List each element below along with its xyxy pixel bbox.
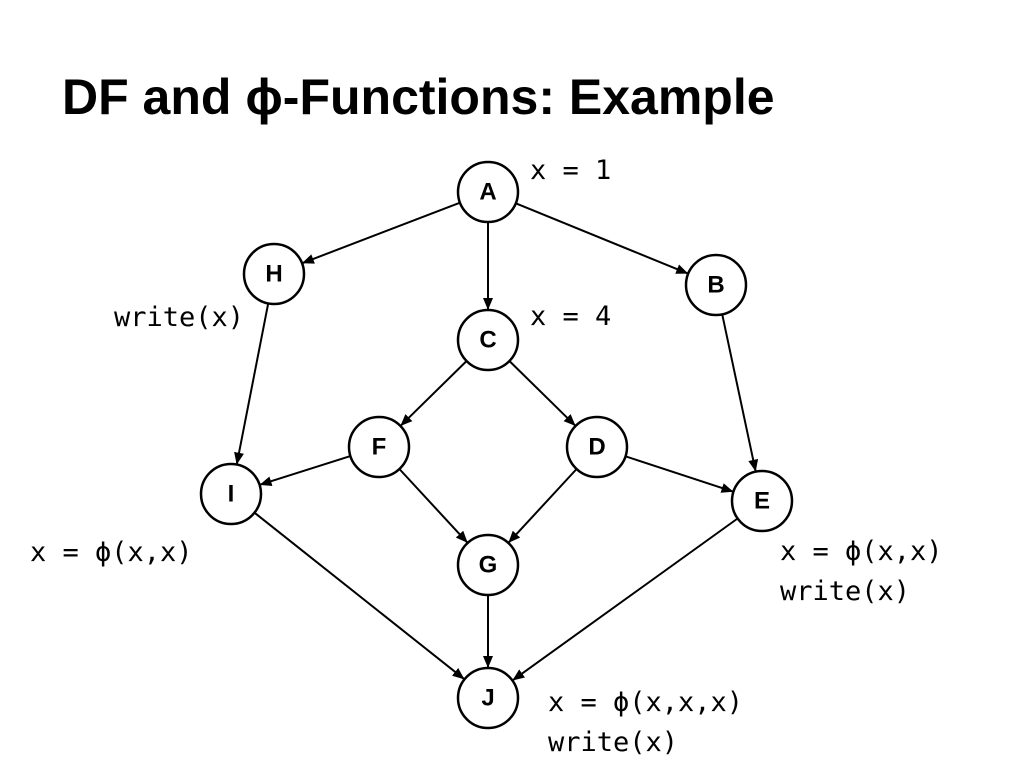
node-label: F — [372, 433, 387, 460]
node-label: I — [228, 480, 235, 507]
node-a: A — [456, 160, 520, 224]
annotations: x = 1 x = 4 write(x) x = ϕ(x,x) x = ϕ(x,x) wr… — [30, 155, 943, 758]
annotation-h-line-1: write(x) — [114, 302, 244, 333]
node-circle — [456, 533, 520, 597]
node-label: C — [479, 326, 496, 353]
node-d: D — [565, 415, 629, 479]
node-label: J — [481, 684, 494, 711]
edge-c-f — [400, 360, 468, 427]
annotation-c-line-1: x = 4 — [530, 301, 611, 332]
node-b: B — [684, 253, 748, 317]
edge-f-g — [398, 468, 468, 543]
node-circle — [199, 462, 263, 526]
node-h: H — [242, 242, 306, 306]
node-label: D — [588, 433, 605, 460]
node-circle — [565, 415, 629, 479]
node-label: E — [754, 487, 770, 514]
node-circle — [456, 308, 520, 372]
node-g: G — [456, 533, 520, 597]
node-circle — [456, 160, 520, 224]
node-f: F — [347, 415, 411, 479]
annotation-i-line-1: x = ϕ(x,x) — [30, 537, 193, 568]
node-label: H — [265, 260, 282, 287]
annotation-j-line-2: write(x) — [548, 727, 678, 758]
edge-i-j — [253, 511, 465, 680]
edge-e-j — [512, 517, 739, 681]
annotation-a-line-1: x = 1 — [530, 155, 611, 186]
edge-a-b — [515, 202, 689, 275]
node-c: C — [456, 308, 520, 372]
node-circle — [684, 253, 748, 317]
edge-c-d — [508, 360, 576, 427]
node-j: J — [456, 666, 520, 730]
edge-h-i — [234, 303, 270, 465]
edge-a-h — [301, 201, 461, 264]
edge-b-e — [721, 314, 759, 472]
node-circle — [242, 242, 306, 306]
edge-f-i — [259, 455, 351, 487]
edges — [234, 201, 759, 681]
node-circle — [456, 666, 520, 730]
edge-d-g — [508, 468, 578, 543]
edge-d-e — [625, 455, 734, 493]
node-label: A — [479, 178, 496, 205]
node-label: G — [479, 551, 498, 578]
node-circle — [730, 469, 794, 533]
node-i: I — [199, 462, 263, 526]
slide-title: DF and ϕ-Functions: Example — [62, 69, 775, 125]
nodes: A B C D E F G H I J — [199, 160, 794, 730]
node-circle — [347, 415, 411, 479]
annotation-e-line-2: write(x) — [780, 576, 910, 607]
annotation-j-line-1: x = ϕ(x,x,x) — [548, 687, 743, 718]
annotation-e-line-1: x = ϕ(x,x) — [780, 536, 943, 567]
node-e: E — [730, 469, 794, 533]
node-label: B — [707, 271, 724, 298]
